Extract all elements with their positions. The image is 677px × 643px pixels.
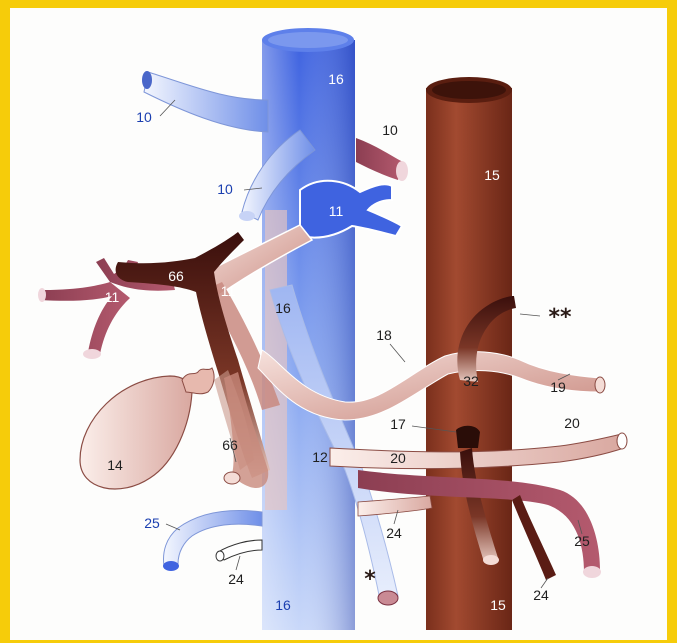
label-ivc-bottom: 16 <box>275 597 291 613</box>
label-portal-right: 11 <box>329 203 344 219</box>
label-gastric: 32 <box>463 373 479 389</box>
duodenal-branch-left <box>216 540 262 561</box>
label-sma-upper: 20 <box>564 415 580 431</box>
label-duodenal-right: 24 <box>533 587 549 603</box>
gallbladder <box>80 368 214 489</box>
label-ivc-top: 16 <box>328 71 344 87</box>
label-aorta-top: 15 <box>484 167 500 183</box>
label-hepatic-vein-right: 10 <box>382 122 398 138</box>
label-ivc-mid: 16 <box>275 300 291 316</box>
label-renal-left: 25 <box>144 515 160 531</box>
label-duodenal-mid: 24 <box>386 525 402 541</box>
label-portal-center: 11 <box>221 283 236 299</box>
hepatic-vein-left <box>142 71 268 132</box>
label-renal-right: 25 <box>574 533 590 549</box>
label-portal-left: 11 <box>105 289 120 305</box>
label-star-double: ** <box>548 305 572 330</box>
label-gallbladder: 14 <box>107 457 123 473</box>
label-star-single: * <box>364 567 376 592</box>
renal-vessel-left <box>163 511 262 571</box>
label-celiac: 17 <box>390 416 406 432</box>
label-splenic-artery: 19 <box>550 379 566 395</box>
label-hepatic-vein-mid: 10 <box>217 181 233 197</box>
label-aorta-bottom: 15 <box>490 597 506 613</box>
label-duodenal-left: 24 <box>228 571 244 587</box>
inferior-vena-cava <box>262 28 355 630</box>
label-bile-duct-top: 66 <box>168 268 184 284</box>
label-sma-lower: 20 <box>390 450 406 466</box>
hepatic-vein-right <box>356 138 408 181</box>
label-hepatic-vein-left: 10 <box>136 109 152 125</box>
label-portal-vein-main: 12 <box>312 449 328 465</box>
label-splenic-vein: 18 <box>376 327 392 343</box>
